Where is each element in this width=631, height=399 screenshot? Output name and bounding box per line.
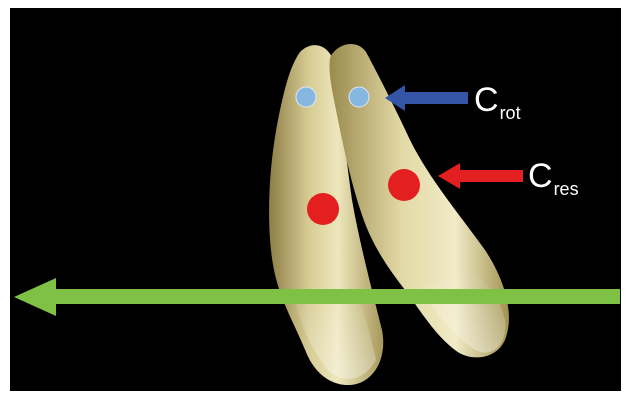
center-of-resistance-marker-right xyxy=(388,169,420,201)
center-of-resistance-label-main: C xyxy=(528,157,553,195)
center-of-resistance-label: Cres xyxy=(528,159,579,193)
center-of-resistance-marker-left xyxy=(307,193,339,225)
center-of-rotation-label: Crot xyxy=(474,83,521,117)
center-of-resistance-label-sub: res xyxy=(554,179,579,199)
center-of-rotation-label-main: C xyxy=(474,81,499,119)
center-of-rotation-label-sub: rot xyxy=(500,103,521,123)
center-of-rotation-marker-right xyxy=(349,87,369,107)
center-of-rotation-marker-left xyxy=(296,87,316,107)
